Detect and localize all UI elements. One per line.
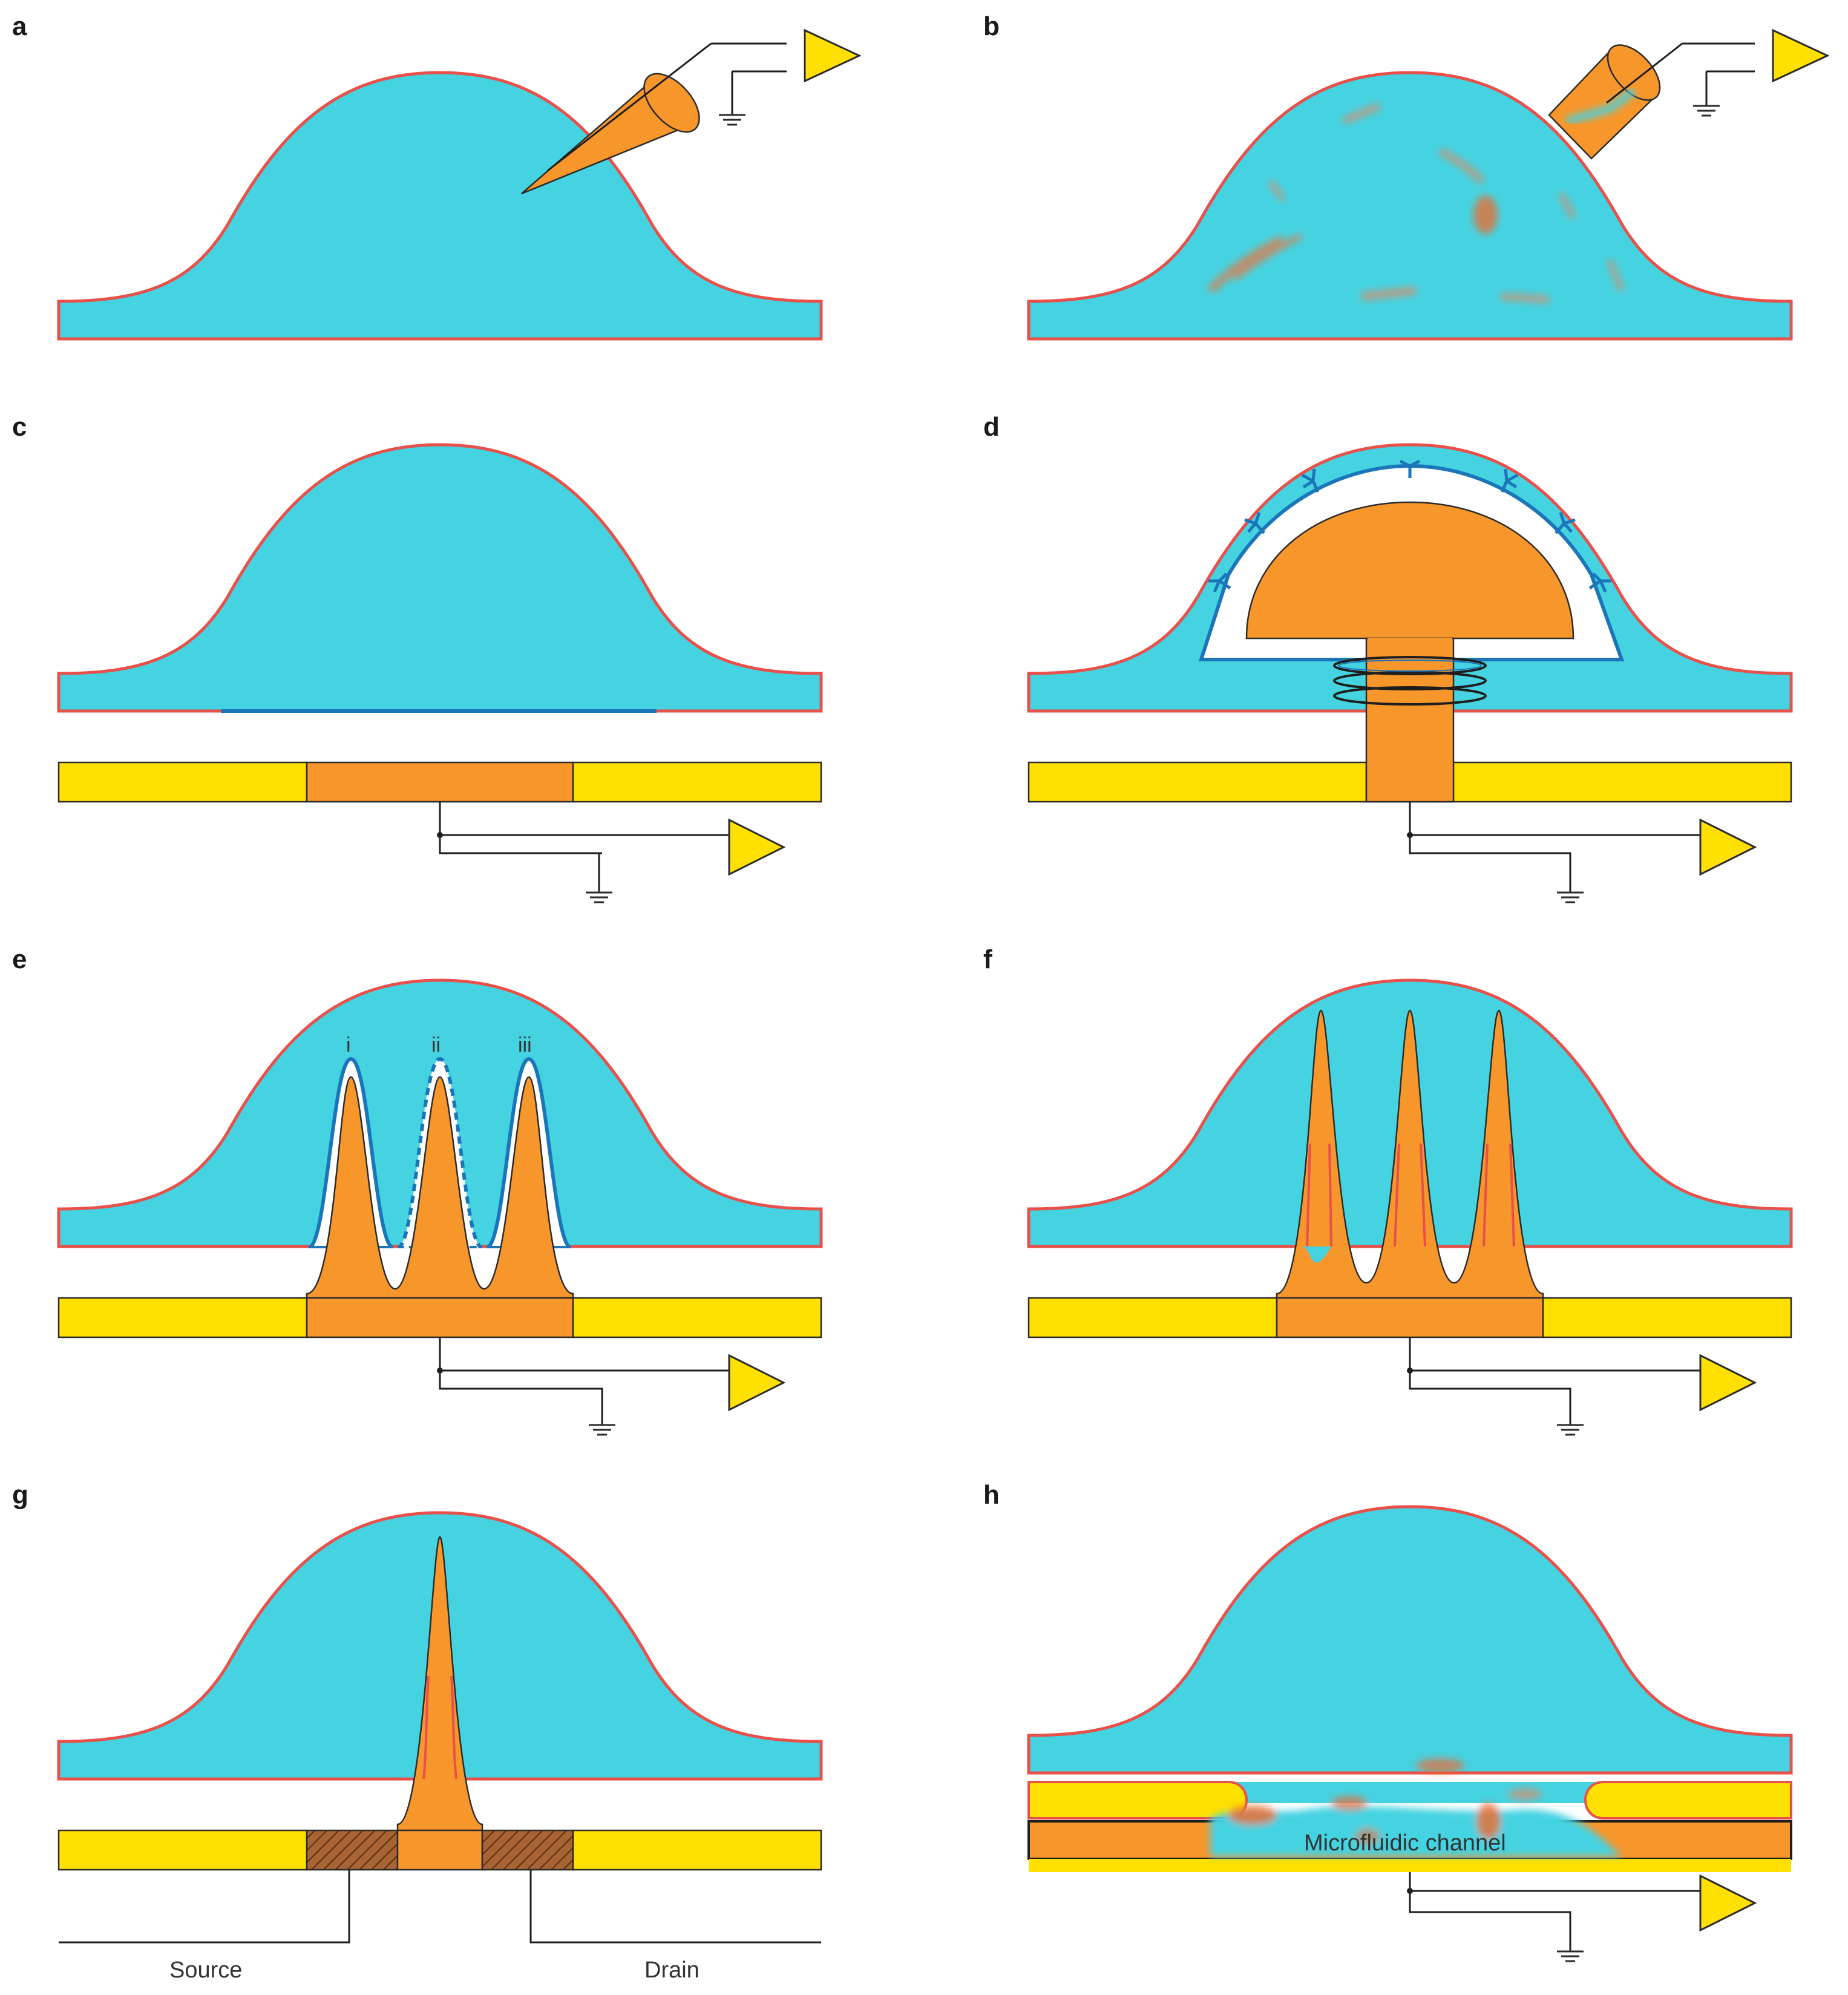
- amplifier-circuit: [437, 1337, 786, 1436]
- panel-e-letter: e: [12, 945, 27, 974]
- source-label: Source: [169, 1957, 242, 1983]
- panel-h-letter: h: [983, 1480, 1000, 1510]
- panel-d: d: [983, 412, 1792, 903]
- amplifier-circuit: [1407, 1872, 1757, 1962]
- source-contact: [306, 1829, 399, 1871]
- cell: [1029, 73, 1791, 339]
- patch-pipette: [521, 28, 862, 195]
- substrate: [1027, 761, 1792, 803]
- amplifier-icon: [804, 28, 862, 83]
- amplifier-icon: [1699, 818, 1757, 876]
- panel-a: a: [12, 11, 862, 339]
- amplifier-circuit: [1407, 802, 1757, 903]
- microfluidic-channel-label: Microfluidic channel: [1304, 1830, 1506, 1856]
- pillar-electrode: [1276, 1009, 1544, 1299]
- amplifier-circuit: [1407, 1337, 1757, 1436]
- panel-d-letter: d: [983, 412, 1000, 442]
- receptor-marks: [1208, 459, 1611, 593]
- substrate: [57, 1829, 822, 1871]
- cell: [59, 445, 821, 711]
- substrate: [57, 761, 822, 803]
- amplifier-icon: [1699, 1874, 1757, 1932]
- panel-g: g Source Drain: [12, 1480, 821, 1983]
- electrode: [306, 761, 574, 803]
- pillar-label-iii: iii: [518, 1034, 532, 1056]
- drain-contact: [481, 1829, 574, 1871]
- panel-a-letter: a: [12, 11, 27, 41]
- panel-b: b: [983, 11, 1830, 339]
- substrate: [1027, 1297, 1792, 1338]
- cell: [59, 73, 821, 339]
- membrane-rings: [1333, 656, 1487, 706]
- intracellular-blobs: [1207, 102, 1625, 303]
- substrate: [57, 1297, 822, 1338]
- drain-label: Drain: [644, 1957, 700, 1983]
- amplifier-icon: [728, 818, 786, 876]
- amplifier-icon: [1772, 28, 1830, 83]
- panel-h: h Microfluidic channel: [983, 1480, 1792, 1962]
- pillar-electrode: [306, 1076, 574, 1299]
- pillar-label-ii: ii: [431, 1034, 441, 1056]
- panel-c-letter: c: [12, 412, 27, 442]
- panel-e: e i ii iii: [12, 945, 822, 1436]
- panel-c: c: [12, 412, 822, 903]
- panel-b-letter: b: [983, 11, 1000, 41]
- cell: [1029, 1507, 1791, 1773]
- panel-f-letter: f: [983, 945, 992, 974]
- amplifier-circuit: [437, 802, 786, 903]
- panel-f: f: [983, 945, 1792, 1436]
- amplifier-icon: [728, 1354, 786, 1412]
- panel-g-letter: g: [12, 1480, 28, 1510]
- amplifier-icon: [1699, 1354, 1757, 1412]
- pillar-label-i: i: [346, 1034, 351, 1056]
- nanowire-transistor: [396, 1536, 483, 1832]
- channel-substrate: [1027, 1758, 1792, 1872]
- patch-pipette: [1548, 28, 1830, 160]
